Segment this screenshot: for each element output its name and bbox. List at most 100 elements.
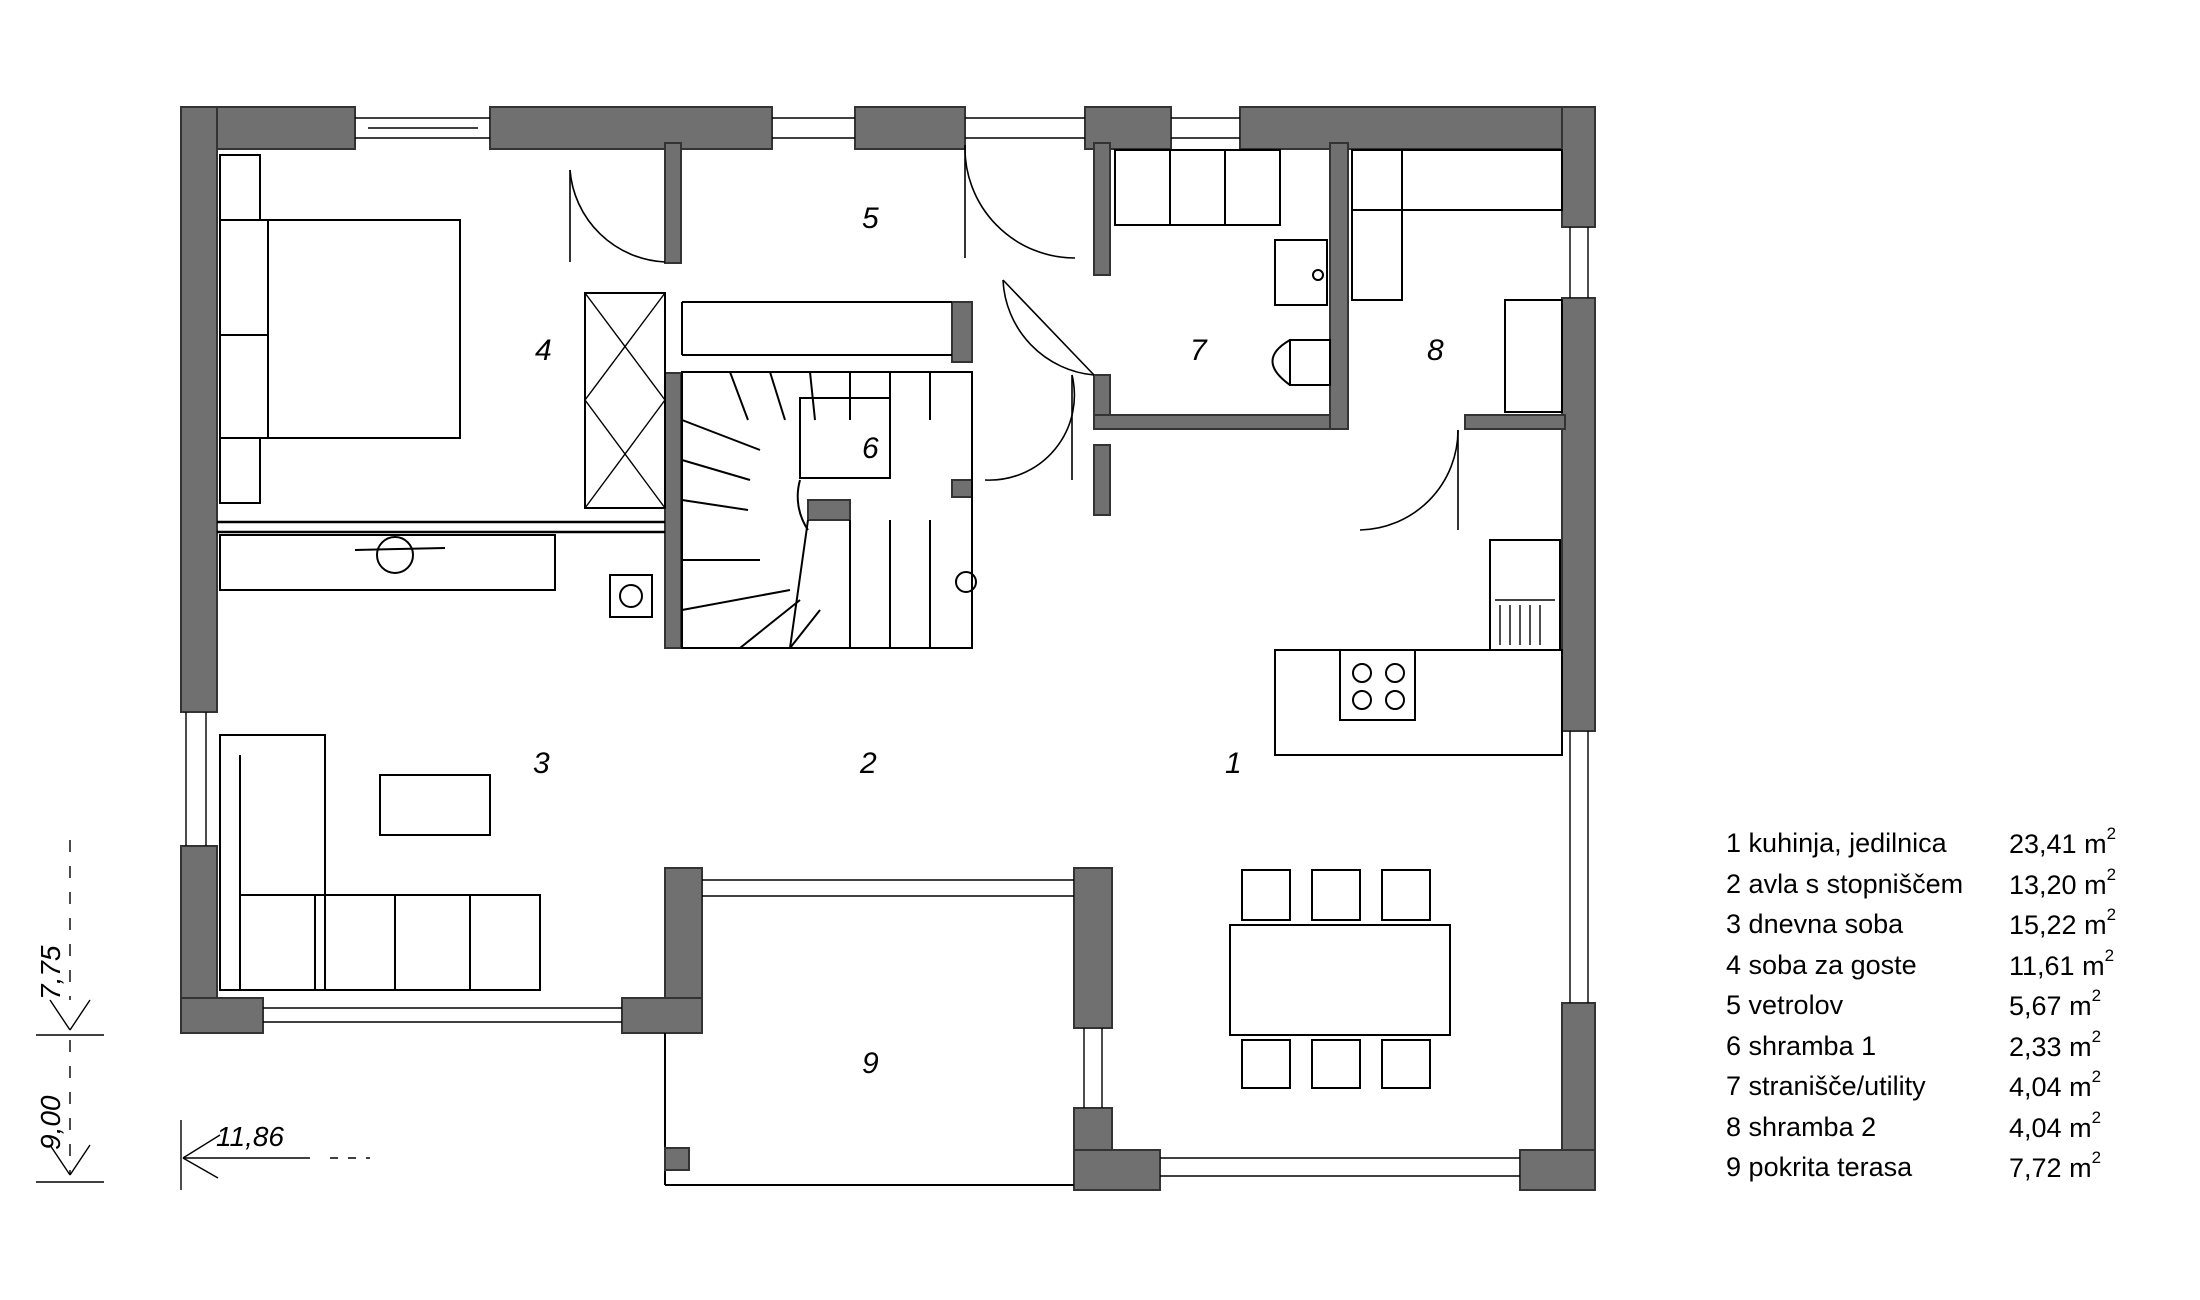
- wall-storage-bottom: [1464, 414, 1566, 430]
- room-4-furniture: [217, 154, 666, 534]
- legend-area-value: 13,20: [2009, 869, 2077, 900]
- legend-area-exponent: 2: [2104, 945, 2115, 965]
- legend-area-unit: m: [2069, 1031, 2092, 1062]
- legend-area-exponent: 2: [2091, 1107, 2102, 1127]
- wall-utility-bottom: [1093, 414, 1335, 430]
- room-number-3: 3: [533, 747, 550, 780]
- staircase: [681, 301, 977, 649]
- chair-top-2: [1311, 869, 1361, 921]
- legend-room-name: 9 pokrita terasa: [1726, 1152, 1912, 1183]
- legend-room-area: 2,33 m2: [2009, 1027, 2101, 1063]
- legend-row-6: 6 shramba 1 2,33 m2: [1726, 1027, 2166, 1072]
- wall-top-5: [1239, 106, 1596, 150]
- room-3-furniture: [219, 534, 653, 991]
- legend-room-number: 9: [1726, 1152, 1742, 1182]
- legend-area-exponent: 2: [2106, 905, 2117, 924]
- legend-room-number: 5: [1726, 990, 1742, 1020]
- room-number-4: 4: [535, 334, 552, 367]
- legend-room-label: soba za goste: [1748, 949, 1917, 980]
- legend-room-name: 8 shramba 2: [1726, 1112, 1876, 1143]
- dimension-width-label: 11,86: [216, 1121, 284, 1152]
- dimension-depth-inner-label: 7,75: [35, 945, 66, 1000]
- dimension-width: 11,86: [180, 1120, 370, 1190]
- legend-area-value: 2,33: [2009, 1031, 2062, 1062]
- wall-niche-right: [1073, 867, 1113, 1029]
- legend-area-unit: m: [2084, 829, 2107, 859]
- room-number-9: 9: [862, 1047, 879, 1080]
- legend-area-unit: m: [2069, 991, 2092, 1021]
- dimension-depth: 7,75 9,00: [35, 840, 104, 1183]
- legend-area-value: 5,67: [2009, 991, 2062, 1021]
- legend-area-unit: m: [2069, 1153, 2092, 1183]
- legend-room-name: 1 kuhinja, jedilnica: [1726, 828, 1947, 859]
- legend-room-name: 2 avla s stopniščem: [1726, 869, 1963, 900]
- legend-area-unit: m: [2084, 869, 2107, 900]
- dimension-depth-total-label: 9,00: [35, 1095, 66, 1150]
- legend-room-label: shramba 1: [1748, 1030, 1877, 1061]
- legend-room-label: kuhinja, jedilnica: [1748, 828, 1947, 858]
- legend-row-7: 7 stranišče/utility 4,04 m2: [1726, 1067, 2166, 1112]
- wall-stair-landing: [807, 499, 851, 521]
- legend-room-number: 1: [1726, 828, 1742, 858]
- shelf-top: [1351, 149, 1563, 211]
- legend-area-exponent: 2: [2106, 864, 2117, 884]
- legend-room-name: 3 dnevna soba: [1726, 909, 1903, 940]
- legend-room-area: 23,41 m2: [2009, 824, 2116, 860]
- legend-row-1: 1 kuhinja, jedilnica 23,41 m2: [1726, 824, 2166, 869]
- wall-bottom-niche: [1073, 1149, 1161, 1191]
- legend-room-number: 4: [1726, 949, 1742, 980]
- room-1-furniture: [1229, 539, 1563, 1089]
- room-numbers: 1 2 3 4 5 6 7 8 9: [533, 202, 1444, 1080]
- legend-room-name: 4 soba za goste: [1726, 950, 1917, 981]
- legend-room-label: pokrita terasa: [1748, 1152, 1913, 1182]
- room-number-8: 8: [1427, 334, 1444, 367]
- legend-room-area: 11,61 m2: [2009, 946, 2114, 982]
- legend-area-value: 4,04: [2009, 1112, 2062, 1143]
- legend-area-value: 11,61: [2009, 950, 2075, 981]
- legend-room-area: 4,04 m2: [2009, 1067, 2101, 1103]
- sofa: [219, 734, 326, 991]
- room-area-legend: 1 kuhinja, jedilnica 23,41 m2 2 avla s s…: [1726, 824, 2166, 1193]
- legend-room-number: 2: [1726, 868, 1742, 899]
- legend-room-area: 13,20 m2: [2009, 865, 2116, 901]
- room-8-shelving: [1351, 149, 1563, 413]
- legend-room-number: 8: [1726, 1111, 1742, 1142]
- legend-row-5: 5 vetrolov 5,67 m2: [1726, 986, 2166, 1031]
- legend-room-label: vetrolov: [1748, 990, 1844, 1020]
- cooktop: [1339, 649, 1416, 721]
- legend-room-area: 15,22 m2: [2009, 905, 2116, 941]
- room-7-fixtures: [1114, 149, 1331, 386]
- legend-room-number: 7: [1726, 1071, 1742, 1101]
- toilet: [1289, 339, 1331, 386]
- doors: [569, 144, 1459, 531]
- tv-cabinet: [219, 534, 556, 591]
- terrace-post: [664, 1147, 690, 1171]
- legend-room-area: 7,72 m2: [2009, 1148, 2101, 1184]
- chair-bottom-3: [1381, 1039, 1431, 1089]
- wall-stair-right: [951, 479, 973, 498]
- room-number-2: 2: [859, 747, 877, 780]
- wall-stair-left: [664, 372, 682, 649]
- wall-niche-left-foot: [621, 997, 703, 1034]
- legend-room-label: avla s stopniščem: [1748, 868, 1964, 899]
- coffee-table: [379, 774, 491, 836]
- legend-row-3: 3 dnevna soba 15,22 m2: [1726, 905, 2166, 950]
- room-number-7: 7: [1190, 334, 1208, 367]
- wall-stair-top: [951, 301, 973, 363]
- chair-top-3: [1381, 869, 1431, 921]
- counter-top: [1114, 149, 1281, 226]
- legend-area-value: 4,04: [2009, 1072, 2062, 1102]
- wall-room4-right: [664, 142, 682, 264]
- sofa-long: [239, 894, 541, 991]
- legend-row-9: 9 pokrita terasa 7,72 m2: [1726, 1148, 2166, 1193]
- wall-top-2: [489, 106, 773, 150]
- legend-area-unit: m: [2082, 950, 2105, 981]
- room-number-1: 1: [1225, 747, 1242, 780]
- legend-room-number: 6: [1726, 1030, 1742, 1061]
- legend-area-exponent: 2: [2091, 1148, 2102, 1167]
- legend-area-exponent: 2: [2091, 986, 2102, 1005]
- terrace-outline: [664, 1033, 1074, 1186]
- bed: [219, 219, 461, 439]
- wall-bottom-left: [180, 997, 264, 1034]
